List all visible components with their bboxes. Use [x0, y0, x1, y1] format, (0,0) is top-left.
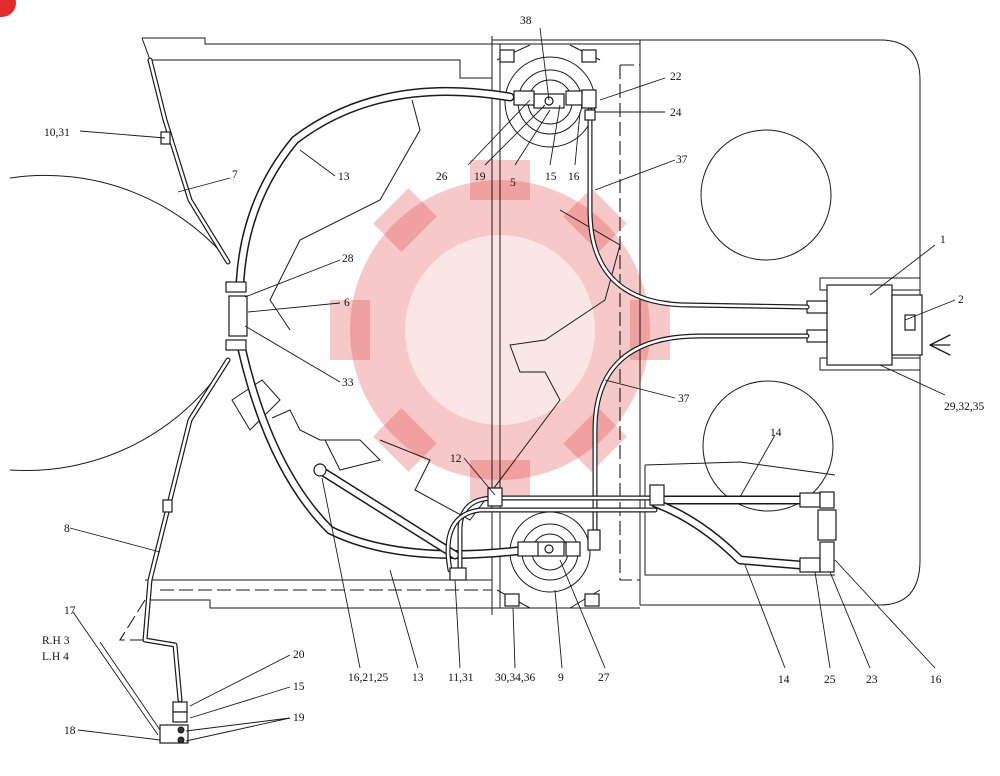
control-valve-box	[806, 277, 951, 371]
label-16-21-25: 16,21,25	[348, 672, 389, 684]
label-38: 38	[520, 15, 532, 27]
pump-bottom	[496, 511, 601, 609]
label-37-top: 37	[676, 154, 688, 166]
leader-lines	[69, 27, 956, 742]
label-20: 20	[293, 649, 305, 661]
label-15-bottom: 15	[293, 681, 305, 693]
label-13-bottom: 13	[412, 672, 424, 684]
label-lh-4: L.H 4	[42, 651, 69, 663]
label-5: 5	[510, 177, 516, 189]
label-23: 23	[866, 674, 878, 686]
label-19-bottom: 19	[293, 712, 305, 724]
label-8: 8	[64, 523, 70, 535]
label-11-31: 11,31	[448, 672, 474, 684]
corner-badge	[0, 0, 16, 17]
label-18: 18	[64, 725, 76, 737]
label-14-bottom: 14	[778, 674, 790, 686]
label-16-bottom: 16	[930, 674, 942, 686]
label-13-top: 13	[338, 171, 350, 183]
label-25: 25	[824, 674, 836, 686]
label-14-top: 14	[770, 427, 782, 439]
label-24: 24	[670, 107, 682, 119]
label-15-top: 15	[545, 171, 557, 183]
wheel-circles	[9, 99, 834, 521]
label-1: 1	[940, 234, 946, 246]
label-9: 9	[558, 672, 564, 684]
label-22: 22	[670, 71, 682, 83]
label-26: 26	[436, 171, 448, 183]
label-16-top: 16	[568, 171, 580, 183]
label-12: 12	[450, 453, 462, 465]
label-7: 7	[232, 169, 238, 181]
label-10-31: 10,31	[44, 127, 70, 139]
label-29-32-35: 29,32,35	[944, 401, 985, 413]
fittings	[159, 89, 837, 744]
label-6: 6	[344, 297, 350, 309]
hoses	[235, 86, 805, 570]
label-28: 28	[342, 253, 354, 265]
label-33: 33	[342, 377, 354, 389]
callout-labels: 1 2 29,32,35 38 22 24 26 19 5 15 16 37 1…	[42, 15, 985, 737]
label-17: 17	[64, 605, 76, 617]
label-19-top: 19	[474, 171, 486, 183]
label-2: 2	[958, 294, 964, 306]
label-rh-3: R.H 3	[42, 635, 70, 647]
label-37-mid: 37	[678, 393, 690, 405]
label-27: 27	[598, 672, 610, 684]
label-30-34-36: 30,34,36	[495, 672, 536, 684]
